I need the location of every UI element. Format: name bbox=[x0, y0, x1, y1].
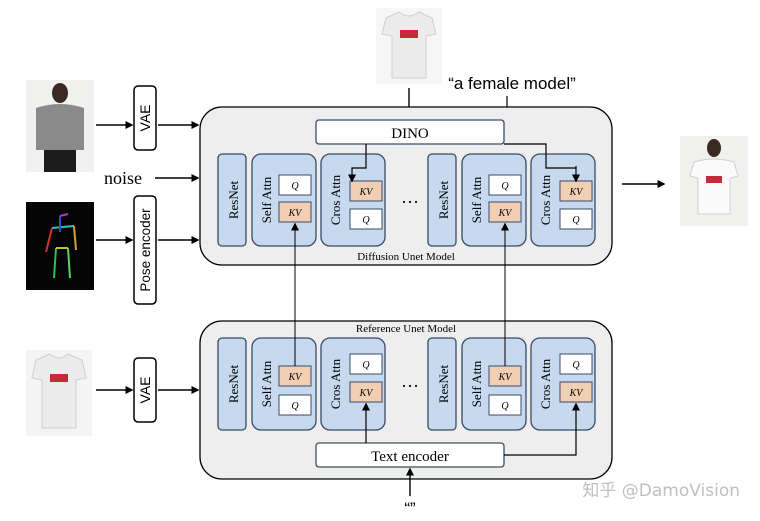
q-label: Q bbox=[362, 360, 370, 371]
vae-box-top: VAE bbox=[133, 85, 157, 151]
kv-box bbox=[278, 201, 312, 223]
text-prompt: “a female model” bbox=[448, 74, 576, 93]
kv-box bbox=[349, 180, 383, 202]
resnet-label: ResNet bbox=[226, 364, 241, 403]
watermark-text: 知乎 @DamoVision bbox=[582, 481, 740, 501]
pose-encoder-box: Pose encoder bbox=[133, 195, 157, 305]
kv-label: KV bbox=[359, 388, 375, 399]
arrow bbox=[504, 402, 580, 456]
cross-attn-label: Cros Attn bbox=[538, 358, 553, 409]
q-label: Q bbox=[291, 181, 299, 192]
resnet-label: ResNet bbox=[436, 364, 451, 403]
kv-label: KV bbox=[569, 187, 585, 198]
garment-reference-image bbox=[376, 8, 442, 84]
kv-box bbox=[349, 381, 383, 403]
pose-skeleton-image bbox=[26, 202, 94, 290]
q-label: Q bbox=[501, 401, 509, 412]
vae-label: VAE bbox=[137, 377, 153, 404]
q-label: Q bbox=[362, 215, 370, 226]
q-box bbox=[488, 394, 522, 416]
kv-box bbox=[559, 381, 593, 403]
arrow bbox=[348, 144, 367, 183]
resnet-block bbox=[427, 153, 457, 247]
kv-label: KV bbox=[288, 208, 304, 219]
self-attn-label: Self Attn bbox=[469, 360, 484, 407]
kv-label: KV bbox=[359, 187, 375, 198]
self-attn-label: Self Attn bbox=[259, 176, 274, 223]
reference-unet-title: Reference Unet Model bbox=[356, 323, 456, 335]
kv-label: KV bbox=[498, 208, 514, 219]
pose-encoder-label: Pose encoder bbox=[138, 208, 153, 292]
self-attn-label: Self Attn bbox=[469, 176, 484, 223]
q-box bbox=[278, 394, 312, 416]
resnet-block bbox=[217, 153, 247, 247]
noise-label: noise bbox=[104, 168, 142, 188]
q-box bbox=[278, 174, 312, 196]
cross-attn-label: Cros Attn bbox=[538, 174, 553, 225]
resnet-block bbox=[427, 337, 457, 431]
q-box bbox=[349, 208, 383, 230]
cross-attn-label: Cros Attn bbox=[328, 358, 343, 409]
vae-label: VAE bbox=[137, 105, 153, 132]
ellipsis: … bbox=[401, 187, 419, 207]
q-label: Q bbox=[572, 360, 580, 371]
dino-label: DINO bbox=[391, 126, 429, 142]
arrow bbox=[504, 143, 576, 169]
q-box bbox=[559, 208, 593, 230]
q-box bbox=[559, 353, 593, 375]
self-attn-label: Self Attn bbox=[259, 360, 274, 407]
kv-label: KV bbox=[498, 372, 514, 383]
diffusion-unet-title: Diffusion Unet Model bbox=[357, 251, 455, 263]
resnet-block bbox=[217, 337, 247, 431]
kv-label: KV bbox=[288, 372, 304, 383]
dino-box bbox=[315, 119, 505, 145]
cross-attn-label: Cros Attn bbox=[328, 174, 343, 225]
kv-label: KV bbox=[569, 388, 585, 399]
generated-output-image bbox=[680, 136, 748, 226]
empty-prompt: “” bbox=[404, 499, 416, 518]
q-label: Q bbox=[572, 215, 580, 226]
garment-input-image bbox=[26, 350, 92, 436]
q-box bbox=[488, 174, 522, 196]
resnet-label: ResNet bbox=[436, 180, 451, 219]
vae-box-bottom: VAE bbox=[133, 357, 157, 423]
kv-box bbox=[488, 201, 522, 223]
q-label: Q bbox=[291, 401, 299, 412]
q-label: Q bbox=[501, 181, 509, 192]
ellipsis: … bbox=[401, 371, 419, 391]
resnet-label: ResNet bbox=[226, 180, 241, 219]
person-input-image bbox=[26, 80, 94, 172]
q-box bbox=[349, 353, 383, 375]
text-encoder-label: Text encoder bbox=[371, 449, 449, 465]
